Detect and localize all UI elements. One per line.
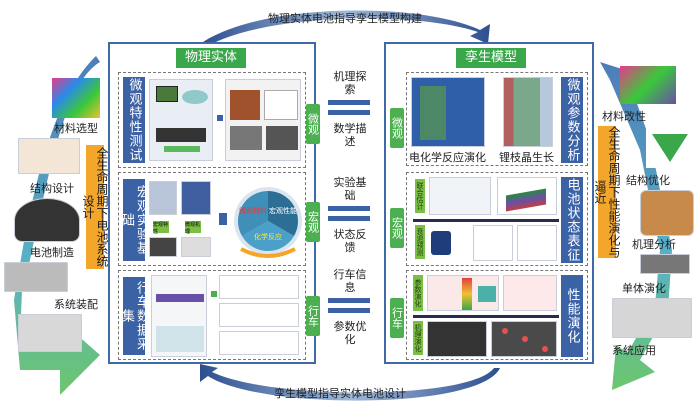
left-arrow-icon <box>328 110 370 115</box>
cycle-segment: 宏观性能 <box>269 206 297 215</box>
cells-image <box>640 254 690 274</box>
step-label: 系统装配 <box>54 298 98 311</box>
macro-experiment-section: 宏观实验基础 宏观特性 微观机理 微观材料 宏观性能 化学反应 <box>118 172 306 266</box>
cell-mechanism-image <box>640 190 694 236</box>
macro-tag: 宏观特性 <box>153 221 169 235</box>
driving-tag: 行车 <box>390 298 404 338</box>
battery-icon <box>431 231 451 255</box>
left-lifecycle-banner: 全生命周期下电池系统设计 <box>81 145 109 269</box>
sub-tag: 联合估计 <box>415 179 425 213</box>
afm-setup-image <box>149 79 213 161</box>
cycle-diagram: 微观材料 宏观性能 化学反应 <box>234 187 302 258</box>
link-backward: 数学描述 <box>333 122 367 148</box>
thermostat-image <box>149 181 177 215</box>
pack-assembly-image <box>18 314 82 352</box>
panel-title: 孪生模型 <box>456 48 526 68</box>
pack-application-image <box>612 298 692 338</box>
section-label: 性能演化 <box>561 275 583 357</box>
section-label: 微观参数分析 <box>561 77 583 163</box>
right-arrow-icon <box>328 206 370 211</box>
divider <box>413 315 559 318</box>
electrochemical-image <box>411 77 485 147</box>
left-arrow-icon <box>328 308 370 313</box>
link-backward: 状态反馈 <box>333 228 367 254</box>
top-curved-arrow <box>200 10 490 46</box>
sub-tag: 衰退预测 <box>415 225 425 259</box>
data-acquisition-image <box>151 275 207 357</box>
caption: 电化学反应演化 <box>409 151 486 164</box>
chart-image <box>219 331 299 355</box>
sub-tag: 机理演化 <box>413 321 423 355</box>
digital-twin-panel: 孪生模型 微观 电化学反应演化 锂枝晶生长 微观参数分析 宏观 联合估计 衰退预… <box>384 42 594 364</box>
micro-tag: 微观 <box>306 104 320 144</box>
top-flow-label: 物理实体电池指导孪生模型构建 <box>268 12 422 25</box>
material-grain-image <box>52 78 100 118</box>
section-label: 行车数据采集 <box>119 277 149 355</box>
param-evolution-image <box>427 275 499 311</box>
cell-manufacture-image <box>14 198 80 242</box>
sem-particles-image <box>491 321 557 357</box>
macro-tag: 宏观 <box>306 202 320 242</box>
micro-tag: 微观机理 <box>185 221 201 235</box>
afm-result-image <box>225 79 301 161</box>
step-label: 结构优化 <box>626 174 670 187</box>
driving-data-section: 行车数据采集 <box>118 270 306 360</box>
micro-param-section: 电化学反应演化 锂枝晶生长 微观参数分析 <box>406 72 588 166</box>
section-label: 宏观实验基础 <box>119 179 149 261</box>
driving-tag: 行车 <box>306 296 320 336</box>
glovebox-image <box>181 237 211 257</box>
bottom-flow-label: 孪生模型指导实体电池设计 <box>274 387 406 400</box>
right-lifecycle-banner: 全生命周期下性能演化与逼近 <box>593 126 621 258</box>
sub-tag: 参数演化 <box>413 275 423 311</box>
joint-estimation-image <box>429 177 491 215</box>
step-label: 机理分析 <box>632 238 676 251</box>
micro-test-section: 微观特性测试 <box>118 72 306 168</box>
battery-state-section: 联合估计 衰退预测 电池状态表征 <box>406 172 588 266</box>
step-label: 材料选型 <box>54 122 98 135</box>
link-forward: 实验基础 <box>333 176 367 202</box>
arrow-icon <box>211 291 217 297</box>
macro-tag: 宏观 <box>390 208 404 248</box>
interaction-links: 机理探索 数学描述 实验基础 状态反馈 行车信息 参数优化 <box>320 70 380 350</box>
arrow-icon <box>219 213 227 225</box>
step-label: 单体演化 <box>622 282 666 295</box>
3d-chart-image <box>497 177 557 215</box>
panel-title: 物理实体 <box>176 48 246 68</box>
step-label: 系统应用 <box>612 344 656 357</box>
arrow-icon <box>217 115 223 121</box>
modified-material-image <box>620 66 676 104</box>
link-forward: 行车信息 <box>333 268 367 294</box>
section-label: 微观特性测试 <box>123 77 145 163</box>
structure-image <box>18 138 80 174</box>
step-label: 结构设计 <box>30 182 74 195</box>
divider <box>413 219 559 222</box>
right-arrow-icon <box>328 298 370 303</box>
sem-image <box>427 321 487 357</box>
cycle-segment: 化学反应 <box>254 232 282 241</box>
cycle-segment: 微观材料 <box>239 206 267 215</box>
right-arrow-icon <box>328 100 370 105</box>
performance-evolution-section: 参数演化 机理演化 性能演化 <box>406 270 588 360</box>
tester-image <box>181 181 211 215</box>
chart-image <box>219 303 299 327</box>
step-label: 材料改性 <box>602 110 646 123</box>
bottom-curved-arrow <box>200 364 500 401</box>
caption: 锂枝晶生长 <box>499 151 554 164</box>
physical-entity-panel: 物理实体 微观特性测试 微观 宏观实验基础 宏观特性 微观机理 <box>108 42 320 364</box>
left-arrow-icon <box>328 216 370 221</box>
dendrite-image <box>503 77 553 147</box>
ica-chart-image <box>473 225 513 261</box>
module-image <box>4 262 68 292</box>
link-backward: 参数优化 <box>333 320 367 346</box>
link-forward: 机理探索 <box>333 70 367 96</box>
ica-chart-image <box>517 225 557 261</box>
micro-tag: 微观 <box>390 108 404 148</box>
chart-image <box>219 275 299 299</box>
crystal-structure-image <box>646 128 694 168</box>
eis-image <box>149 237 177 257</box>
degradation-chart-image <box>503 275 557 311</box>
step-label: 电池制造 <box>30 246 74 259</box>
section-label: 电池状态表征 <box>561 177 583 263</box>
